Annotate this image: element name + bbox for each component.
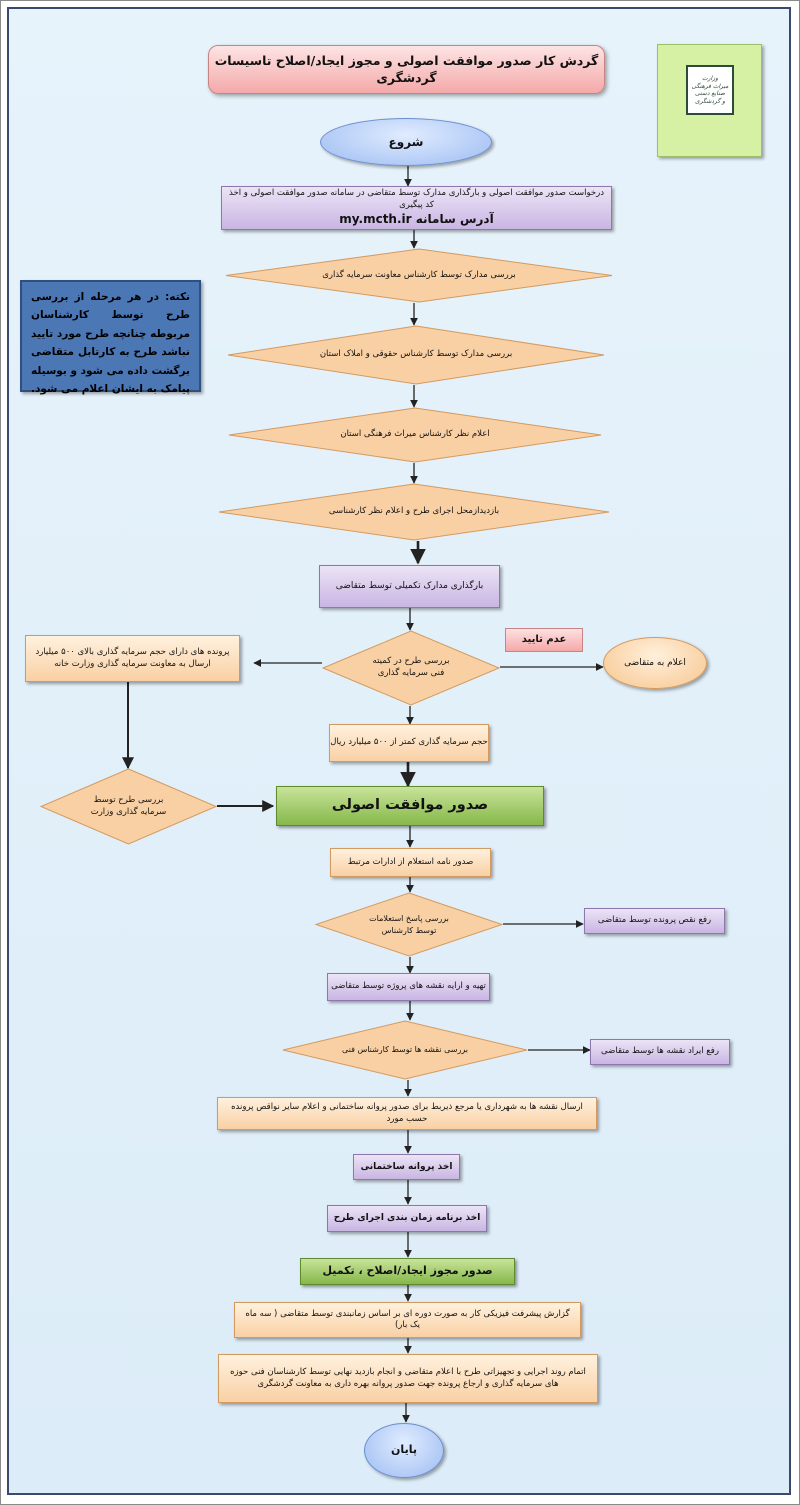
start-node: شروع [320,118,492,166]
end-node: پایان [364,1423,444,1478]
logo-text-3: صنایع دستی [695,90,726,97]
page-title: گردش کار صدور موافقت اصولی و مجوز ایجاد/… [208,45,605,94]
system-address: آدرس سامانه my.mcth.ir [339,212,494,227]
review-inquiries-decision: بررسی پاسخ استعلامات توسط کارشناس [314,892,504,957]
diamond-shape [39,768,218,845]
logo-text-2: میراث فرهنگی [691,82,729,90]
ministry-review-decision: بررسی طرح توسط سرمایه گذاری وزارت [39,768,218,845]
inquiry-letter-box: صدور نامه استعلام از ادارات مرتبط [330,848,491,877]
diamond-shape [314,892,504,957]
diamond-shape [321,630,501,706]
diamond-shape [228,407,602,463]
ministry-logo: وزارت میراث فرهنگی صنایع دستی و گردشگری [657,44,762,157]
request-text: درخواست صدور موافقت اصولی و بارگذاری مدا… [229,188,604,210]
issue-permit-box: صدور مجوز ایجاد/اصلاح ، تکمیل [300,1258,515,1285]
logo-text-4: و گردشگری [695,97,725,105]
building-permit-box: اخذ پروانه ساختمانی [353,1154,460,1180]
diamond-shape [218,483,610,541]
heritage-opinion-decision: اعلام نظر کارشناس میراث فرهنگی استان [228,407,602,463]
schedule-box: اخذ برنامه زمان بندی اجرای طرح [327,1205,487,1232]
decision-text: اعلام نظر کارشناس میراث فرهنگی استان [340,429,490,440]
progress-report-box: گزارش پیشرفت فیزیکی کار به صورت دوره ای … [234,1302,581,1338]
upload-docs-box: بارگذاری مدارک تکمیلی توسط متقاضی [319,565,500,608]
diamond-shape [282,1020,528,1080]
send-maps-box: ارسال نقشه ها به شهرداری یا مرجع ذیربط ب… [217,1097,597,1130]
decision-text: بررسی مدارک توسط کارشناس حقوقی و املاک ا… [319,349,513,360]
fix-file-box: رفع نقص پرونده توسط متقاضی [584,908,725,934]
logo-text-1: وزارت [702,75,719,82]
diamond-shape [227,325,605,385]
reject-label: عدم تایید [505,628,583,652]
diamond-shape [225,248,613,303]
issue-approval-box: صدور موافقت اصولی [276,786,544,826]
review-investment-decision: بررسی مدارک توسط کارشناس معاونت سرمایه گ… [225,248,613,303]
ministry-emblem: وزارت میراث فرهنگی صنایع دستی و گردشگری [686,65,734,115]
completion-box: اتمام روند اجرایی و تجهیزاتی طرح با اعلا… [218,1354,598,1403]
review-maps-decision: بررسی نقشه ها توسط کارشناس فنی [282,1020,528,1080]
review-legal-decision: بررسی مدارک توسط کارشناس حقوقی و املاک ا… [227,325,605,385]
decision-text: بررسی طرح توسط سرمایه گذاری وزارت [90,794,167,817]
decision-text: بررسی طرح در کمیته فنی سرمایه گذاری [372,656,450,678]
decision-text: بررسی پاسخ استعلامات توسط کارشناس [369,914,449,935]
decision-text: بررسی مدارک توسط کارشناس معاونت سرمایه گ… [322,269,516,280]
site-visit-decision: بازدیدازمحل اجرای طرح و اعلام نظر کارشنا… [218,483,610,541]
decision-text: بازدیدازمحل اجرای طرح و اعلام نظر کارشنا… [328,506,500,517]
small-investment-box: حجم سرمایه گذاری کمتر از ۵۰۰ میلیارد ریا… [329,724,489,762]
large-projects-box: پرونده های دارای حجم سرمایه گذاری بالای … [25,635,240,682]
fix-maps-box: رفع ایراد نقشه ها توسط متقاضی [590,1039,730,1065]
decision-text: بررسی نقشه ها توسط کارشناس فنی [342,1045,468,1055]
request-box: درخواست صدور موافقت اصولی و بارگذاری مدا… [221,186,612,230]
notify-applicant-node: اعلام به متقاضی [603,637,707,689]
note-box: نکته: در هر مرحله از بررسی طرح توسط کارش… [20,280,201,395]
committee-decision: بررسی طرح در کمیته فنی سرمایه گذاری [321,630,501,706]
prepare-maps-box: تهیه و ارایه نقشه های پروژه توسط متقاضی [327,973,490,1001]
